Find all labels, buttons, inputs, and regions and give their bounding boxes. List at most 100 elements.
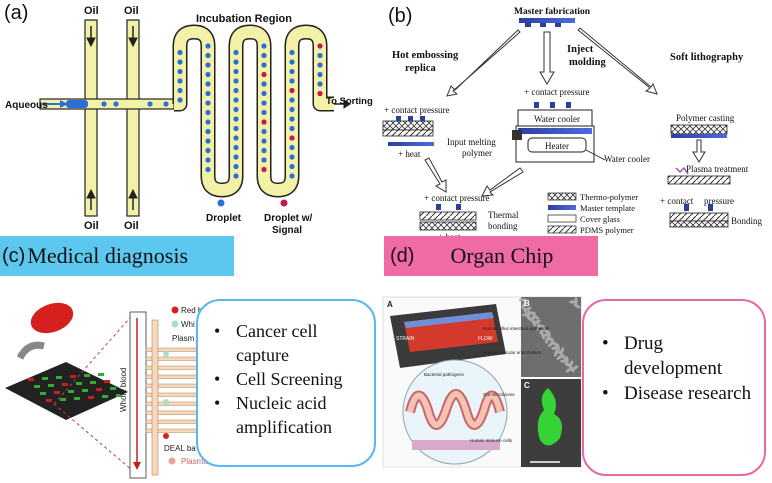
droplet (289, 154, 295, 160)
partial-white: Whi (181, 320, 195, 329)
chip-well (74, 397, 80, 400)
droplet (317, 52, 323, 59)
villi-texture (560, 359, 568, 363)
villi-texture (565, 367, 573, 373)
to-sorting-label: To Sorting (326, 96, 373, 107)
villi-texture (569, 300, 577, 304)
oil-label-tr: Oil (124, 5, 139, 17)
droplet (289, 106, 295, 113)
incubation-title: Incubation Region (196, 13, 292, 25)
chip-well (62, 383, 68, 386)
villi-texture (564, 362, 572, 368)
hot-embossing-label-1: Hot embossing (392, 50, 459, 61)
aqueous-plug (66, 100, 88, 108)
droplet (177, 87, 183, 94)
chip-well (88, 396, 94, 399)
panel-c-list: Cancer cell capture Cell Screening Nucle… (210, 319, 368, 439)
panel-d-title: Organ Chip (450, 243, 554, 268)
oil-label-bl: Oil (84, 220, 99, 232)
villi-zoom-circle (402, 359, 508, 465)
droplet (177, 78, 183, 84)
droplet (261, 109, 267, 116)
droplet (233, 49, 239, 56)
hot-embossing-stack (382, 116, 434, 146)
heat-left: + heat (398, 149, 421, 159)
droplet-stream (101, 43, 323, 179)
aqueous-label: Aqueous (5, 100, 48, 111)
contact-pressure-left: + contact pressure (384, 105, 450, 115)
droplet (101, 101, 107, 107)
item-drug-development: Drug development (598, 331, 756, 381)
droplet (317, 81, 323, 87)
tube-icon (16, 341, 45, 360)
item-disease-research: Disease research (598, 381, 756, 406)
tissue-epithelium: Human villus intestinal epithelium (483, 326, 550, 331)
chip-well (60, 398, 66, 401)
droplet (261, 81, 267, 87)
heater-label: Heater (545, 141, 569, 151)
water-cooler-right: Water cooler (604, 154, 650, 164)
droplet (317, 90, 323, 97)
villi-texture (573, 303, 581, 309)
panel-a (39, 19, 351, 217)
droplet (261, 147, 267, 154)
sub-a-label: A (387, 300, 393, 309)
droplet (233, 125, 239, 132)
panel-a-label: (a) (4, 2, 29, 24)
droplet (233, 68, 239, 75)
droplet (205, 100, 211, 106)
panel-d-bubble: Drug development Disease research (582, 299, 766, 476)
chip-well (28, 378, 34, 381)
oil-channels (84, 19, 140, 217)
droplet (317, 43, 323, 49)
droplet (317, 62, 323, 68)
chip-well (46, 399, 52, 402)
chip-well (56, 376, 62, 379)
tissue-immune: Human immune cells (470, 438, 513, 443)
input-melting-2: polymer (462, 148, 492, 158)
droplet (233, 144, 239, 151)
droplet (177, 68, 183, 75)
oil-label-tl: Oil (84, 5, 99, 17)
droplet (205, 128, 211, 135)
partial-red-blood: Red b (181, 306, 203, 315)
partial-plasma-p: Plasma p (181, 457, 215, 466)
villi-texture (519, 298, 527, 302)
tissue-endothelium: Human vascular endothelium (483, 350, 542, 355)
soft-lithography-stack (667, 124, 731, 228)
bonding-label: Bonding (731, 216, 763, 226)
droplet (205, 166, 211, 173)
panel-d-list: Drug development Disease research (598, 331, 756, 406)
droplet (289, 68, 295, 75)
droplet (205, 147, 211, 154)
item-cancer-cell-capture: Cancer cell capture (210, 319, 368, 367)
thermal-label-1: Thermal (488, 210, 519, 220)
plasma-treatment-label: Plasma treatment (686, 164, 749, 174)
droplet (261, 90, 267, 97)
chip-well (40, 392, 46, 395)
chip-well (70, 375, 76, 378)
chip-well (76, 382, 82, 385)
droplet (205, 109, 211, 116)
whole-blood-label: Whole blood (119, 368, 128, 412)
villi-texture (539, 327, 545, 335)
contact-pressure-center: + contact pressure (524, 87, 590, 97)
master-template (519, 18, 575, 23)
legend-signal-label-1: Droplet w/ (264, 213, 313, 224)
villi-texture (536, 323, 540, 331)
polymer-casting-label: Polymer casting (676, 113, 735, 123)
villi-texture (547, 340, 555, 348)
droplet (163, 101, 169, 107)
legend-pdms-polymer: PDMS polymer (580, 225, 634, 235)
input-melting-1: Input melting (447, 137, 496, 147)
chip-well (82, 389, 88, 392)
droplet (289, 173, 295, 179)
chip-well (34, 385, 40, 388)
inject-label-1: Inject (567, 44, 594, 55)
master-fabrication-label: Master fabrication (514, 7, 591, 17)
droplet (289, 116, 295, 122)
panel-d-illustration (382, 296, 582, 468)
tissue-pathogens: Bacterial pathogens (424, 372, 465, 377)
villi-texture (545, 336, 549, 344)
villi-texture (526, 316, 534, 322)
